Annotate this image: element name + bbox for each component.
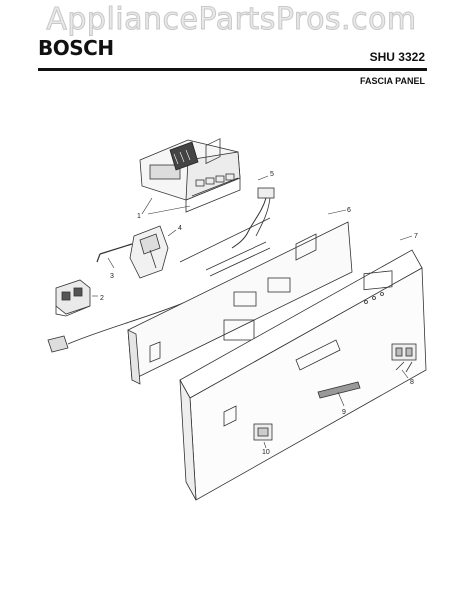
part-inner-panel[interactable] (127, 138, 353, 385)
watermark: AppliancePartsPros.com (46, 2, 417, 38)
callout-5: 5 (270, 171, 274, 178)
header-rule (38, 68, 427, 71)
part-knob[interactable] (253, 423, 273, 441)
part-buttons[interactable] (391, 343, 417, 373)
callout-2: 2 (100, 295, 104, 302)
part-fascia-panel[interactable] (179, 249, 427, 501)
callout-7: 7 (414, 233, 418, 240)
callout-4: 4 (178, 225, 182, 232)
part-handle-strip[interactable] (317, 381, 361, 399)
part-bracket[interactable] (129, 225, 169, 279)
brand-logo: BOSCH (38, 36, 114, 60)
part-rod[interactable] (96, 243, 133, 263)
section-title: FASCIA PANEL (359, 76, 425, 86)
callout-10: 10 (262, 449, 270, 456)
part-cable[interactable] (47, 295, 201, 353)
callout-9: 9 (342, 409, 346, 416)
part-control-module[interactable] (139, 139, 241, 213)
callout-8: 8 (410, 379, 414, 386)
part-switch[interactable] (55, 279, 91, 317)
part-wire-harness[interactable] (231, 187, 275, 249)
callout-3: 3 (110, 273, 114, 280)
callout-6: 6 (347, 207, 351, 214)
model-number: SHU 3322 (369, 50, 425, 64)
callout-1: 1 (137, 213, 141, 220)
